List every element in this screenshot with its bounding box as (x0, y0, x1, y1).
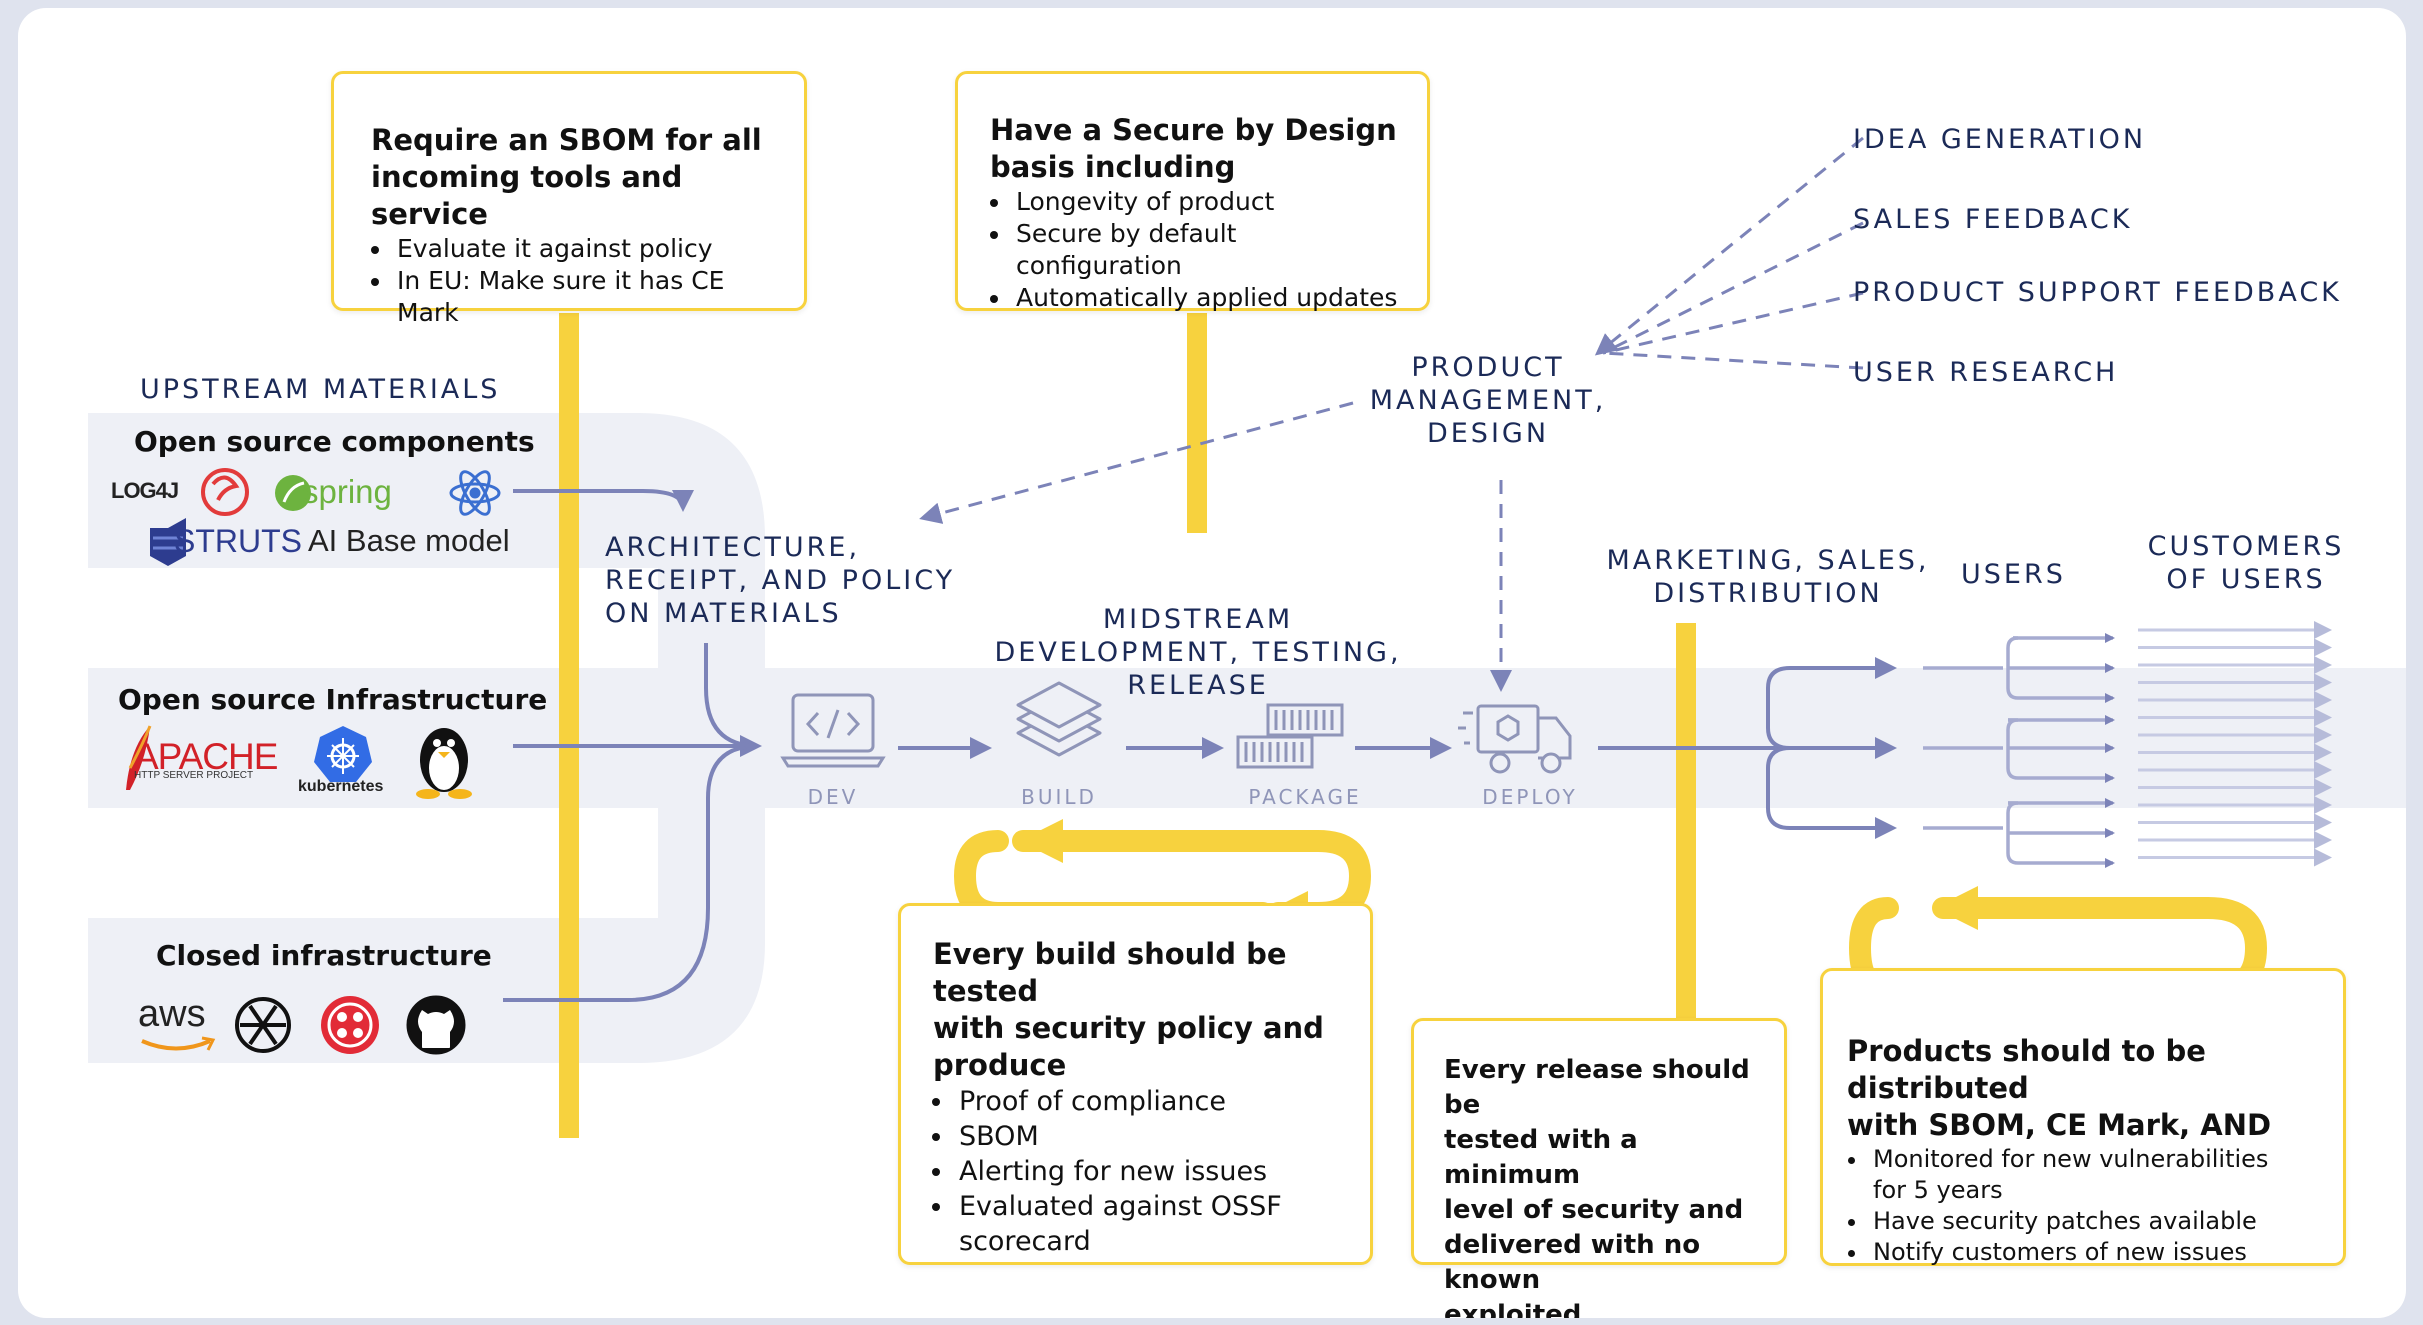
customer-arrows (2138, 621, 2332, 867)
apache-subtitle: HTTP SERVER PROJECT (134, 770, 254, 781)
linux-penguin-icon (416, 728, 472, 799)
struts-logo: STRUTS (174, 523, 302, 559)
users-label: USERS (1961, 559, 2066, 590)
upstream-materials-title: UPSTREAM MATERIALS (140, 374, 501, 405)
sales-feedback-label: SALES FEEDBACK (1853, 204, 2133, 235)
release-connector-bar (1676, 623, 1696, 1028)
aws-icon (141, 1036, 216, 1051)
ai-base-model-logo: AI Base model (308, 523, 510, 558)
github-icon (406, 995, 466, 1055)
stage-package-label: PACKAGE (1248, 785, 1362, 809)
spring-leaf-icon (275, 475, 311, 511)
containers-icon (1236, 703, 1344, 769)
kubernetes-icon (314, 726, 372, 782)
users-branches (1923, 633, 2115, 868)
log4j-icon (201, 468, 249, 516)
open-source-infrastructure-title: Open source Infrastructure (118, 683, 548, 716)
struts-icon (150, 518, 186, 566)
kubernetes-logo: kubernetes (298, 778, 384, 795)
upstream-flow-lines (503, 489, 762, 1002)
react-atom-icon (449, 470, 501, 516)
feedback-arrows (919, 136, 1864, 692)
sbom-connector-bar (559, 313, 579, 1138)
twilio-icon (321, 996, 379, 1054)
truck-icon (1458, 704, 1572, 774)
downstream-flow-lines (1598, 657, 1897, 839)
code-laptop-icon (780, 693, 886, 768)
layers-icon (1016, 681, 1102, 757)
stage-dev-label: DEV (807, 785, 859, 809)
product-support-feedback-label: PRODUCT SUPPORT FEEDBACK (1853, 277, 2342, 308)
open-source-components-title: Open source components (134, 425, 535, 458)
openai-icon (235, 997, 291, 1053)
spring-logo: spring (302, 473, 392, 510)
log4j-logo: LOG4J (111, 478, 179, 503)
user-research-label: USER RESEARCH (1853, 357, 2119, 388)
apache-feather-icon (126, 725, 152, 790)
stage-deploy-label: DEPLOY (1482, 785, 1578, 809)
secure-design-connector-bar (1187, 313, 1207, 533)
marketing-label: MARKETING, SALES,DISTRIBUTION (1606, 545, 1930, 609)
aws-logo: aws (138, 993, 206, 1035)
stage-build-label: BUILD (1021, 785, 1097, 809)
idea-generation-label: IDEA GENERATION (1853, 124, 2147, 155)
apache-logo: APACHE (134, 736, 278, 777)
flow-diagram (58, 136, 2406, 1138)
closed-infrastructure-title: Closed infrastructure (156, 939, 492, 972)
band-gaps (58, 568, 658, 918)
diagram-card: UPSTREAM MATERIALS Open source component… (18, 8, 2406, 1318)
